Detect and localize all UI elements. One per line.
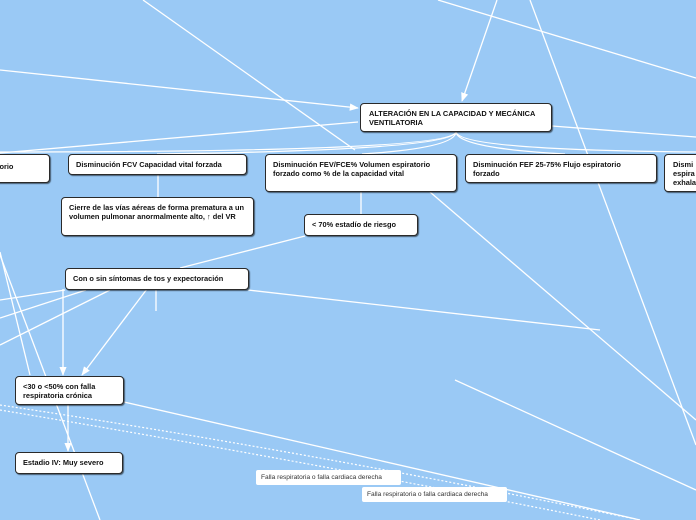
connector: [551, 125, 696, 138]
detail-node-estadio-iv[interactable]: Estadio IV: Muy severo: [15, 452, 123, 474]
branch-node-label: Disminución FEV/FCE% Volumen espiratorio…: [273, 160, 431, 178]
connector: [0, 251, 31, 376]
connector: [454, 379, 696, 491]
connector: [529, 0, 696, 446]
connector: [123, 401, 641, 520]
note-falla-1[interactable]: Falla respiratoria o falla cardiaca dere…: [256, 470, 401, 485]
detail-node-label: Cierre de las vías aéreas de forma prema…: [69, 203, 244, 221]
connector: [361, 131, 457, 155]
detail-node-label: < 70% estadío de riesgo: [312, 220, 396, 229]
central-node-label: ALTERACIÓN EN LA CAPACIDAD Y MECÁNICA VE…: [369, 109, 536, 127]
branch-node-label: torio: [0, 162, 14, 171]
connector: [0, 131, 457, 153]
branch-node-label: Disminución FCV Capacidad vital forzada: [76, 160, 222, 169]
branch-node-label: Disminución FEF 25-75% Flujo espiratorio…: [473, 160, 621, 178]
connector: [0, 69, 359, 111]
detail-node-falla-cronica[interactable]: <30 o <50% con falla respiratoria crónic…: [15, 376, 124, 405]
note-label: Falla respiratoria o falla cardiaca dere…: [367, 491, 488, 498]
detail-node-label: <30 o <50% con falla respiratoria crónic…: [23, 382, 96, 400]
connector: [247, 289, 601, 331]
branch-node-right-partial[interactable]: Dismi espira exhala: [664, 154, 696, 192]
note-falla-2[interactable]: Falla respiratoria o falla cardiaca dere…: [362, 487, 507, 502]
connector: [81, 288, 148, 376]
branch-node-left-partial[interactable]: torio: [0, 154, 50, 183]
detail-node-label: Con o sin síntomas de tos y expectoració…: [73, 274, 224, 283]
connector: [0, 121, 359, 154]
connector: [0, 289, 111, 346]
dashed-connector: [0, 404, 641, 520]
connector: [461, 0, 498, 102]
branch-node-fef[interactable]: Disminución FEF 25-75% Flujo espiratorio…: [465, 154, 657, 183]
dashed-connector: [0, 409, 601, 520]
connector: [142, 0, 356, 151]
detail-node-riesgo[interactable]: < 70% estadío de riesgo: [304, 214, 418, 236]
detail-node-sintomas[interactable]: Con o sin síntomas de tos y expectoració…: [65, 268, 249, 290]
connector: [437, 0, 696, 79]
connector: [429, 191, 696, 421]
detail-node-label: Estadio IV: Muy severo: [23, 458, 104, 467]
connector: [455, 131, 566, 155]
central-node[interactable]: ALTERACIÓN EN LA CAPACIDAD Y MECÁNICA VE…: [360, 103, 552, 132]
branch-node-fev[interactable]: Disminución FEV/FCE% Volumen espiratorio…: [265, 154, 457, 192]
branch-node-fcv[interactable]: Disminución FCV Capacidad vital forzada: [68, 154, 247, 175]
branch-node-label: Dismi espira exhala: [673, 160, 696, 187]
detail-node-cierre[interactable]: Cierre de las vías aéreas de forma prema…: [61, 197, 254, 236]
note-label: Falla respiratoria o falla cardiaca dere…: [261, 474, 382, 481]
connector: [179, 235, 306, 269]
connector: [455, 131, 696, 153]
